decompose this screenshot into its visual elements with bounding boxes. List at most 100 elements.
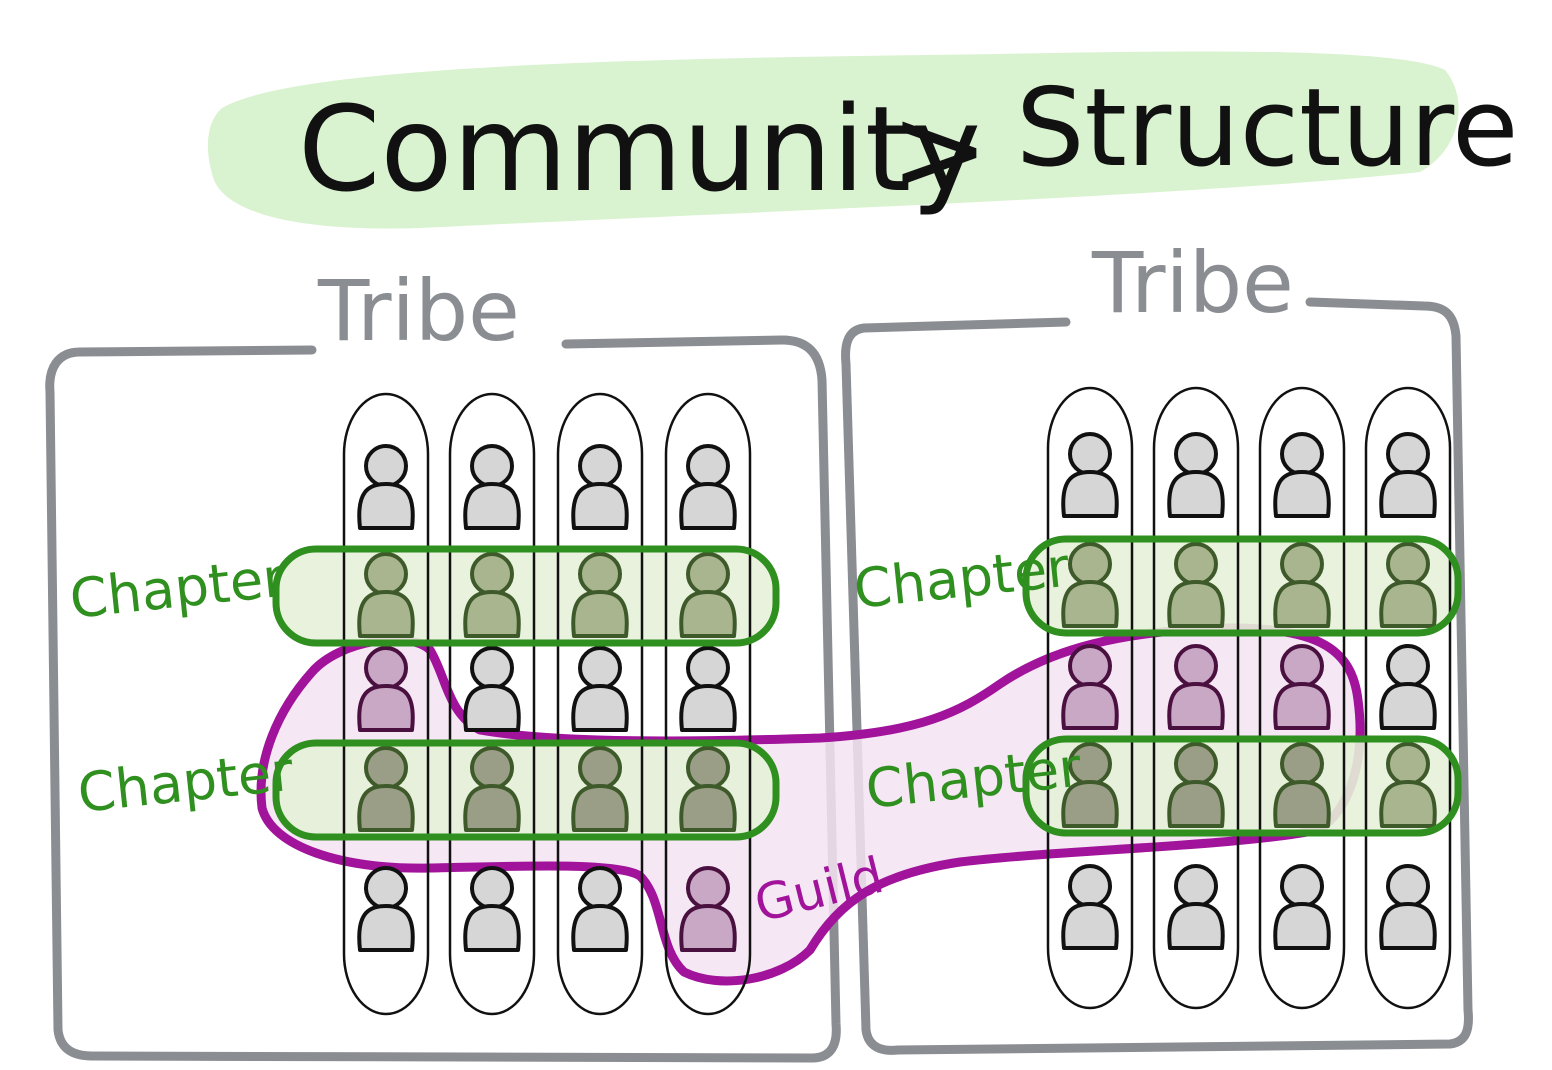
person-head: [364, 552, 408, 596]
person-icon: [1379, 432, 1437, 518]
person-icon: [1167, 864, 1225, 950]
person-icon: [1061, 432, 1119, 518]
chapter-outline: [272, 739, 780, 841]
person-icon: [357, 746, 415, 832]
person-icon: [679, 444, 737, 530]
person-icon: [1273, 432, 1331, 518]
person-icon: [679, 746, 737, 832]
person-head: [686, 746, 730, 790]
person-head: [364, 444, 408, 488]
person-head: [1068, 432, 1112, 476]
person-head: [1174, 742, 1218, 786]
person-head: [1068, 864, 1112, 908]
person-body: [1379, 780, 1437, 828]
squad-column: [1152, 386, 1240, 1010]
person-head: [364, 646, 408, 690]
person-icon: [1167, 542, 1225, 628]
person-body: [357, 590, 415, 638]
person-body: [679, 904, 737, 952]
person-head: [686, 552, 730, 596]
person-icon: [357, 646, 415, 732]
person-body: [463, 482, 521, 530]
person-icon: [463, 646, 521, 732]
person-body: [1167, 780, 1225, 828]
person-icon: [679, 866, 737, 952]
person-body: [1061, 470, 1119, 518]
tribe-frame-left: Tribe: [45, 262, 841, 1063]
person-icon: [1061, 644, 1119, 730]
person-head: [470, 746, 514, 790]
squad-outline: [1046, 386, 1134, 1010]
person-head: [1174, 542, 1218, 586]
squad-outline: [1364, 386, 1452, 1010]
person-body: [1061, 902, 1119, 950]
person-body: [1167, 682, 1225, 730]
squad-outline: [342, 392, 430, 1016]
person-body: [1167, 580, 1225, 628]
person-head: [1280, 742, 1324, 786]
person-icon: [571, 444, 629, 530]
person-body: [679, 482, 737, 530]
squad-outline: [664, 392, 752, 1016]
person-icon: [463, 552, 521, 638]
tribe-label-left: Tribe: [317, 262, 520, 360]
person-body: [1273, 902, 1331, 950]
person-head: [1280, 644, 1324, 688]
person-body: [679, 684, 737, 732]
squad-column: [342, 392, 430, 1016]
person-body: [357, 784, 415, 832]
title-banner: Community > Structure: [207, 51, 1518, 229]
person-head: [1280, 864, 1324, 908]
person-head: [470, 866, 514, 910]
person-icon: [1061, 864, 1119, 950]
person-body: [1061, 780, 1119, 828]
person-body: [571, 784, 629, 832]
tribe-frame-right: Tribe: [841, 234, 1473, 1055]
squad-column: [448, 392, 536, 1016]
person-icon: [571, 866, 629, 952]
person-icon: [1167, 432, 1225, 518]
person-icon: [463, 444, 521, 530]
person-icon: [463, 866, 521, 952]
person-body: [679, 784, 737, 832]
person-head: [1280, 432, 1324, 476]
person-icon: [679, 552, 737, 638]
person-body: [1273, 580, 1331, 628]
person-body: [1167, 470, 1225, 518]
person-body: [679, 590, 737, 638]
person-icon: [1061, 742, 1119, 828]
person-body: [357, 904, 415, 952]
person-head: [578, 646, 622, 690]
squad-outline: [1152, 386, 1240, 1010]
person-icon: [571, 552, 629, 638]
title-separator: >: [890, 80, 989, 218]
person-body: [1167, 902, 1225, 950]
person-icon: [1167, 644, 1225, 730]
person-head: [686, 866, 730, 910]
person-body: [571, 684, 629, 732]
person-icon: [357, 866, 415, 952]
person-head: [1386, 542, 1430, 586]
person-body: [357, 684, 415, 732]
person-icon: [1379, 542, 1437, 628]
person-head: [1386, 864, 1430, 908]
chapter-outline: [272, 545, 780, 647]
squad-column: [556, 392, 644, 1016]
person-body: [463, 904, 521, 952]
squad-column: [664, 392, 752, 1016]
squad-column: [1046, 386, 1134, 1010]
chapter-fill: [1026, 539, 1458, 633]
person-body: [463, 684, 521, 732]
person-icon: [1273, 742, 1331, 828]
person-head: [1386, 432, 1430, 476]
chapter-outline: [1022, 735, 1462, 837]
person-body: [1061, 580, 1119, 628]
squad-column: [1364, 386, 1452, 1010]
title-left: Community: [298, 80, 981, 218]
person-icon: [357, 444, 415, 530]
person-head: [1174, 432, 1218, 476]
person-body: [571, 904, 629, 952]
chapter-label: Chapter: [67, 546, 289, 631]
squads: [342, 386, 1452, 1016]
